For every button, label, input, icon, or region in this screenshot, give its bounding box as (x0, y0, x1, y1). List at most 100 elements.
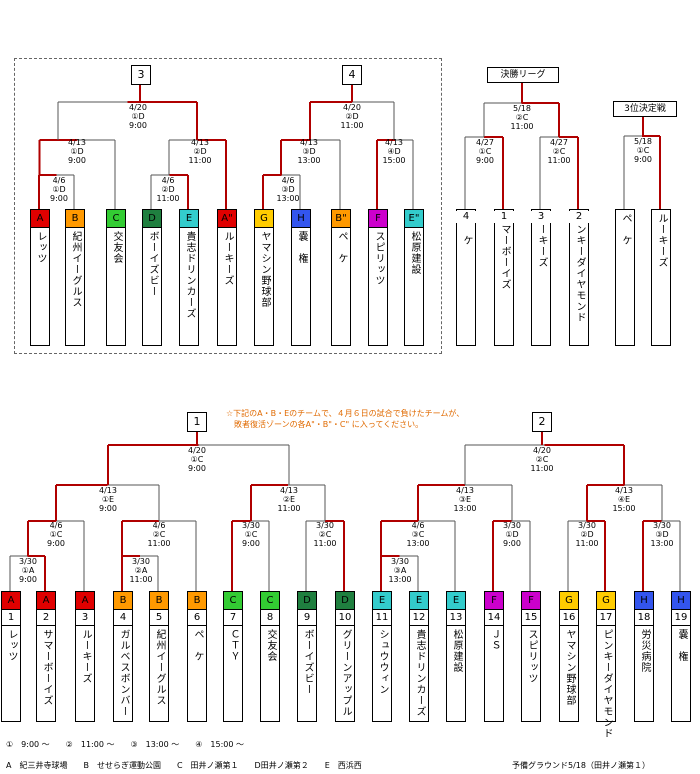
consolation-note: ☆下記のA・B・Eのチームで、４月６日の試合で負けたチームが、 敗者復活ゾーンの… (226, 409, 465, 429)
team-name: ルーキーズ (536, 213, 547, 268)
team-code: D (143, 210, 161, 228)
team-code: B (150, 592, 168, 610)
team-code: A (76, 592, 94, 610)
team-name: ルーキーズ (222, 231, 233, 286)
game-label: 4/20 ①C 9:00 (188, 446, 206, 473)
team-code: G (597, 592, 615, 610)
game-label: 3/30 ③A 13:00 (388, 557, 412, 584)
team-name: ルーキーズ (80, 629, 91, 684)
game-label: 4/13 ③D 13:00 (297, 138, 321, 165)
team-name: レッツ (6, 629, 17, 662)
team-code: B" (332, 210, 350, 228)
team-name: 松原建設 (451, 629, 462, 673)
team-name: 貴志ドリンカーズ (414, 629, 425, 717)
team-number: 9 (298, 610, 316, 626)
game-label: 4/13 ④E 15:00 (612, 486, 636, 513)
team-code: F (522, 592, 540, 610)
team-entry: D ボーイズビー (142, 209, 162, 346)
team-entry: C 交友会 (106, 209, 126, 346)
team-name: 紀州イーグルス (154, 629, 165, 706)
team-name: 交友会 (265, 629, 276, 662)
team-name: 嚢 権 (296, 231, 307, 264)
team-name: スピリッツ (526, 629, 537, 684)
team-number: 8 (261, 610, 279, 626)
game-label: 4/6 ②C 11:00 (147, 521, 171, 548)
team-code: A (37, 592, 55, 610)
game-label: 3/30 ①A 9:00 (19, 557, 37, 584)
time-legend: ① 9:00 ～ ② 11:00 ～ ③ 13:00 ～ ④ 15:00 ～ (6, 740, 244, 749)
game-label: 4/6 ③C 13:00 (406, 521, 430, 548)
team-name: 交友会 (111, 231, 122, 264)
game-label: 4/27 ①C 9:00 (476, 138, 494, 165)
team-name: ヤマシン野球部 (564, 629, 575, 706)
team-code: E (373, 592, 391, 610)
team-name: シュウウィン (377, 629, 388, 695)
team-name: 貴志ドリンカーズ (184, 231, 195, 319)
team-number: 15 (522, 610, 540, 626)
team-name: ルーキーズ (656, 213, 667, 268)
team-entry: ペ ケ (456, 209, 476, 346)
game-label: 4/13 ③E 13:00 (453, 486, 477, 513)
team-code: B (66, 210, 84, 228)
league-team-number: 4 (456, 211, 476, 223)
team-name: ペ ケ (461, 213, 472, 246)
team-number: 3 (76, 610, 94, 626)
game-label: 3/30 ①D 9:00 (503, 521, 521, 548)
game-label: 4/13 ④D 15:00 (382, 138, 406, 165)
game-label: 3/30 ①C 9:00 (242, 521, 260, 548)
team-name: ペ ケ (336, 231, 347, 264)
team-name: ペ ケ (192, 629, 203, 662)
team-code: G (255, 210, 273, 228)
team-number: 4 (114, 610, 132, 626)
game-label: 4/20 ②D 11:00 (340, 103, 364, 130)
team-entry: G ヤマシン野球部 (254, 209, 274, 346)
team-entry: H 嚢 権 (291, 209, 311, 346)
team-number: 14 (485, 610, 503, 626)
team-name: ボーイズビー (147, 231, 158, 297)
team-code: H (672, 592, 690, 610)
team-code: D (298, 592, 316, 610)
game-label: 4/6 ①C 9:00 (47, 521, 65, 548)
team-name: ピンキーダイヤモンド (574, 213, 585, 323)
league-team-number: 2 (569, 211, 589, 223)
team-number: 10 (336, 610, 354, 626)
team-number: 2 (37, 610, 55, 626)
game-label: 4/13 ②D 11:00 (188, 138, 212, 165)
game-label: 4/6 ①D 9:00 (50, 176, 68, 203)
team-code: H (292, 210, 310, 228)
team-number: 6 (188, 610, 206, 626)
team-name: ＪＳ (489, 629, 500, 651)
game-label: 5/18 ①C 9:00 (634, 137, 652, 164)
team-code: C (107, 210, 125, 228)
team-name: グリーンアップル (340, 629, 351, 717)
game-label: 4/13 ①D 9:00 (68, 138, 86, 165)
reserve-ground: 予備グラウンド5/18（田井ノ瀬第１） (512, 761, 650, 770)
team-code: E" (405, 210, 423, 228)
game-label: 5/18 ②C 11:00 (510, 104, 534, 131)
team-code: A" (218, 210, 236, 228)
team-name: サマーボーイズ (41, 629, 52, 706)
game-label: 4/27 ②C 11:00 (547, 138, 571, 165)
team-number: 11 (373, 610, 391, 626)
team-code: C (261, 592, 279, 610)
team-entry: B" ペ ケ (331, 209, 351, 346)
game-label: 4/6 ②D 11:00 (156, 176, 180, 203)
team-name: ボーイズビー (302, 629, 313, 695)
team-name: ヤマシン野球部 (259, 231, 270, 308)
team-name: サマーボーイズ (499, 213, 510, 290)
